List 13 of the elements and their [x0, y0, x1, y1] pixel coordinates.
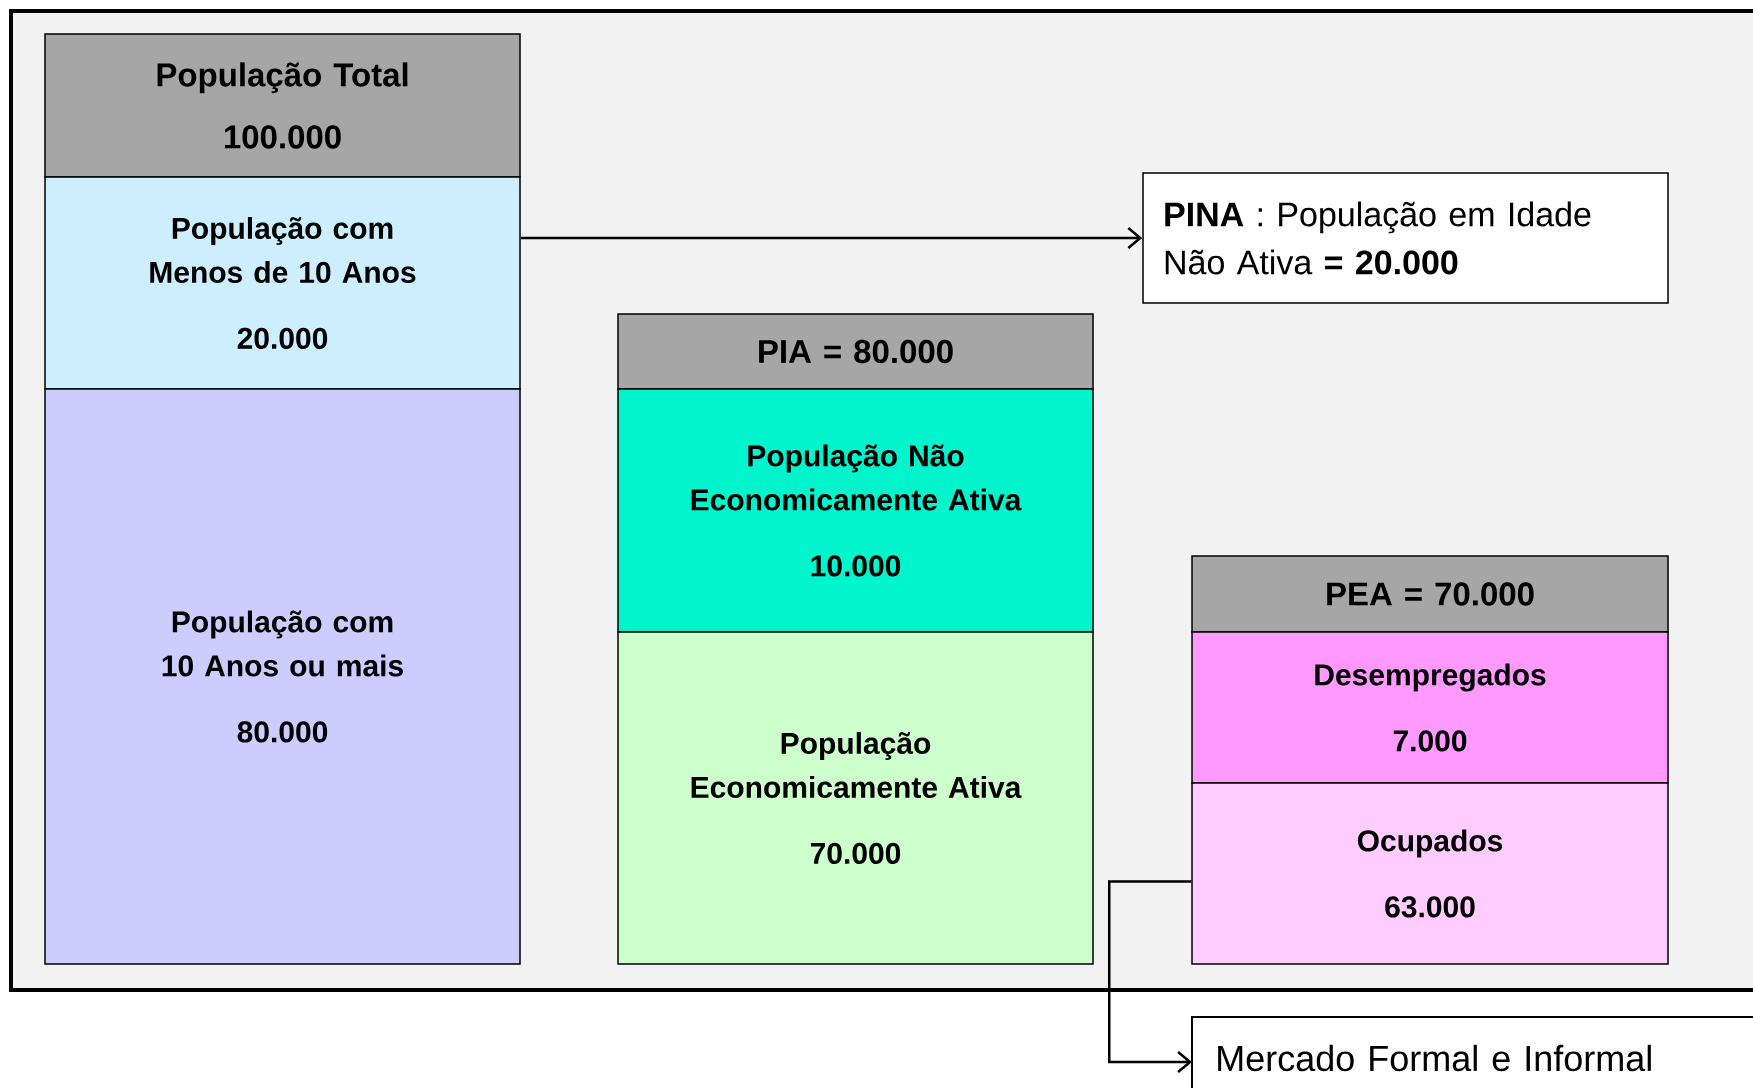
category-box: População Não Economicamente Ativa 10.000	[617, 388, 1094, 633]
header-box: PIA = 80.000	[617, 313, 1094, 390]
category-box: População com Menos de 10 Anos 20.000	[44, 176, 521, 390]
header-box: População Total 100.000	[44, 33, 521, 178]
header-box: PEA = 70.000	[1191, 555, 1669, 633]
definition-box: PINA : População em Idade Não Ativa = 20.000	[1142, 172, 1669, 304]
arrow	[1108, 880, 1192, 1073]
category-box: População Economicamente Ativa 70.000	[617, 631, 1094, 965]
category-box: Desempregados 7.000	[1191, 631, 1669, 784]
category-box: População com 10 Anos ou mais 80.000	[44, 388, 521, 965]
arrow	[520, 227, 1143, 249]
category-box: Ocupados 63.000	[1191, 782, 1669, 965]
label-box: Mercado Formal e Informal	[1191, 1016, 1753, 1088]
